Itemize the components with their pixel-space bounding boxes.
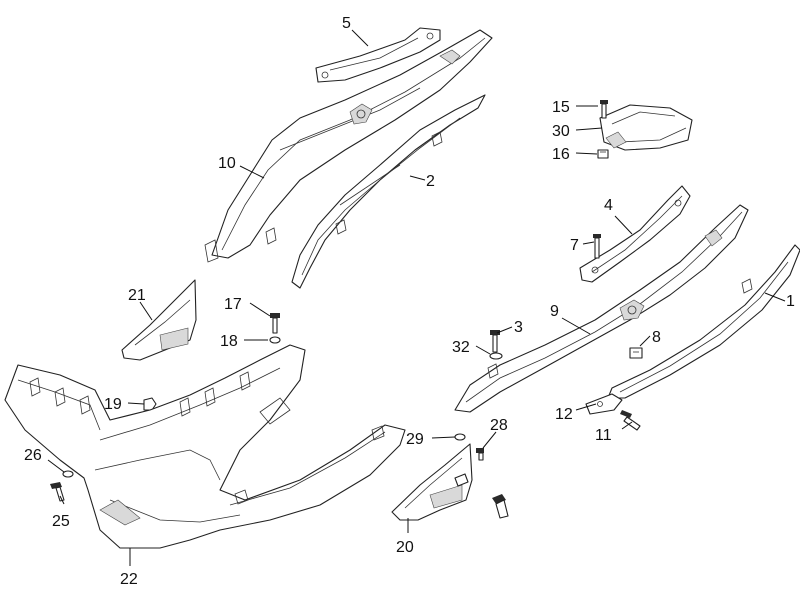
callout-16: 16: [552, 146, 598, 163]
callout-29: 29: [406, 431, 456, 448]
callout-25: 25: [52, 495, 70, 530]
callout-label: 4: [604, 197, 613, 214]
callout-label: 5: [342, 15, 351, 32]
callout-18: 18: [220, 333, 268, 350]
callout-2: 2: [409, 173, 435, 190]
callout-4: 4: [604, 197, 633, 235]
part-19-nut: [143, 397, 157, 411]
callout-label: 9: [550, 303, 559, 320]
callout-12: 12: [555, 403, 597, 423]
part-22-floor-panel: [4, 344, 406, 549]
callout-5: 5: [342, 15, 369, 47]
callout-label: 17: [224, 296, 242, 313]
callout-10: 10: [218, 155, 265, 179]
callout-label: 16: [552, 146, 570, 163]
callout-label: 1: [786, 293, 795, 310]
part-3-screw: [490, 330, 500, 353]
part-11-screw: [620, 410, 641, 431]
part-1-right-lower-trim: [607, 244, 800, 399]
callout-30: 30: [552, 123, 603, 140]
callout-label: 7: [570, 237, 579, 254]
callout-label: 30: [552, 123, 570, 140]
callout-label: 11: [595, 427, 612, 444]
part-9-right-side-panel: [454, 204, 749, 413]
callout-label: 19: [104, 396, 122, 413]
callout-20: 20: [396, 518, 414, 556]
callout-15: 15: [552, 99, 598, 116]
part-screw-large: [492, 494, 509, 519]
callout-8: 8: [639, 329, 661, 347]
callout-label: 2: [426, 173, 435, 190]
part-30-cover-plate: [599, 104, 693, 151]
callout-21: 21: [128, 287, 153, 321]
part-20-lower-bracket: [391, 443, 473, 521]
callout-22: 22: [120, 548, 138, 588]
callout-3: 3: [496, 319, 523, 336]
callout-label: 26: [24, 447, 42, 464]
part-2-left-lower-trim: [291, 94, 486, 289]
part-25-screw: [50, 482, 65, 502]
part-32-washer: [489, 352, 503, 360]
callout-19: 19: [104, 396, 145, 413]
part-5-upper-handle: [315, 27, 441, 83]
callout-label: 18: [220, 333, 238, 350]
part-16-clip: [597, 149, 609, 159]
callout-label: 15: [552, 99, 570, 116]
part-18-washer: [269, 336, 281, 344]
callout-label: 28: [490, 417, 508, 434]
part-7-screw: [593, 234, 601, 259]
part-8-clip: [629, 347, 643, 359]
part-15-screw: [600, 100, 608, 119]
callout-label: 12: [555, 406, 573, 423]
callout-label: 22: [120, 571, 138, 588]
callout-9: 9: [550, 303, 591, 335]
callout-26: 26: [24, 447, 65, 473]
part-29-washer: [454, 433, 466, 441]
callout-32: 32: [452, 339, 491, 356]
callout-label: 21: [128, 287, 146, 304]
callout-7: 7: [570, 237, 595, 254]
part-4-right-handle: [579, 185, 691, 283]
part-28-screw: [476, 448, 484, 461]
callout-label: 20: [396, 539, 414, 556]
part-12-bracket: [585, 393, 623, 415]
callout-11: 11: [595, 421, 633, 444]
callout-label: 29: [406, 431, 424, 448]
callout-label: 10: [218, 155, 236, 172]
part-10-left-side-panel: [204, 29, 493, 263]
callout-28: 28: [482, 417, 508, 449]
callout-label: 3: [514, 319, 523, 336]
callout-label: 25: [52, 513, 70, 530]
callout-label: 32: [452, 339, 470, 356]
callout-1: 1: [764, 292, 795, 310]
part-17-screw: [270, 313, 280, 334]
part-21-inner-bracket: [121, 279, 197, 361]
part-26-washer: [62, 470, 74, 478]
callout-label: 8: [652, 329, 661, 346]
callout-17: 17: [224, 296, 271, 317]
